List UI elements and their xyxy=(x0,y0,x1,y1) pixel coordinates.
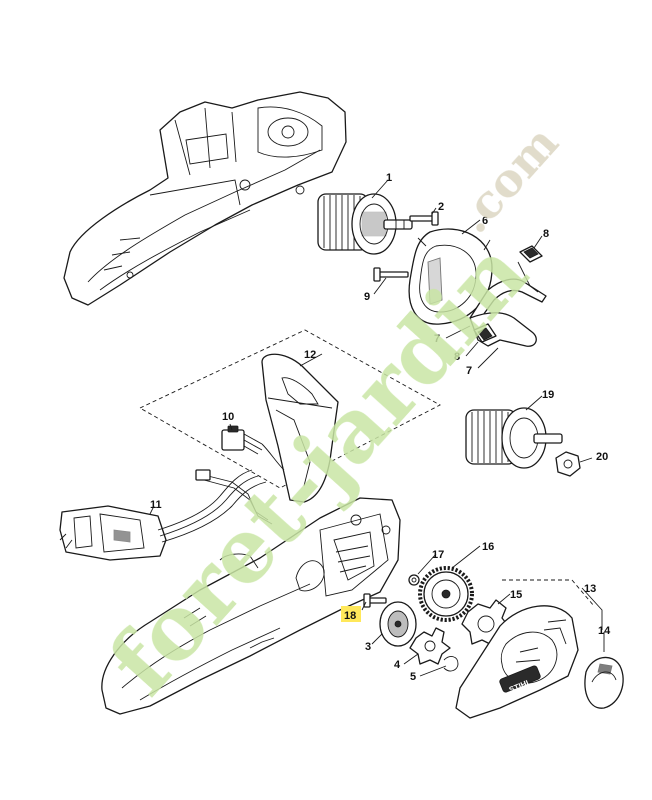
callout-14: 14 xyxy=(598,625,611,637)
callout-1: 1 xyxy=(386,172,392,184)
screw-icon xyxy=(373,267,409,282)
callout-8a: 8 xyxy=(543,228,549,240)
callout-19: 19 xyxy=(542,389,554,401)
callout-7a: 7 xyxy=(434,333,440,345)
upper-housing xyxy=(63,91,347,306)
cap-part-14 xyxy=(584,656,624,709)
carbon-brush-icon xyxy=(473,323,497,343)
callout-8b: 8 xyxy=(454,351,460,363)
sprocket-part-4 xyxy=(409,627,451,665)
armature-part-19 xyxy=(465,407,563,469)
armature-part-1 xyxy=(317,193,413,255)
assembly-group-outline xyxy=(139,329,441,489)
highlight-box xyxy=(341,606,361,622)
electronics-part-11 xyxy=(59,505,167,561)
nut-part-20 xyxy=(555,451,581,477)
chain-wheel-part-16 xyxy=(418,566,474,622)
callout-10: 10 xyxy=(222,411,234,423)
callout-2: 2 xyxy=(438,201,444,213)
callout-labels: 1 2 3 4 5 6 7 7 8 8 9 10 11 12 13 14 15 … xyxy=(150,172,611,683)
lower-housing xyxy=(101,497,401,715)
callout-16: 16 xyxy=(482,541,494,553)
callout-17: 17 xyxy=(432,549,444,561)
callout-9: 9 xyxy=(364,291,370,303)
callout-4: 4 xyxy=(394,659,401,671)
callout-18: 18 xyxy=(344,610,356,622)
callout-5: 5 xyxy=(410,671,416,683)
callout-15: 15 xyxy=(510,589,522,601)
callout-3: 3 xyxy=(365,641,371,653)
stator-part-6 xyxy=(408,228,493,327)
carbon-brush-icon xyxy=(519,245,543,263)
watermark-suffix: .com xyxy=(446,116,569,244)
screw-icon xyxy=(363,593,387,608)
wiring-harness xyxy=(157,469,273,543)
callout-7b: 7 xyxy=(466,365,472,377)
sprocket-cover-part-13 xyxy=(455,605,579,719)
handle-cover-part-12 xyxy=(261,353,339,503)
callout-12: 12 xyxy=(304,349,316,361)
washer-part-17 xyxy=(408,574,420,586)
spring-clip-icon xyxy=(443,656,459,672)
callout-13: 13 xyxy=(584,583,596,595)
callout-20: 20 xyxy=(596,451,608,463)
callout-11: 11 xyxy=(150,499,162,511)
leader-lines xyxy=(149,179,605,677)
switch-icon xyxy=(221,425,285,471)
callout-6: 6 xyxy=(482,215,488,227)
sprocket-disc-part-3 xyxy=(379,601,417,647)
screw-icon xyxy=(409,211,439,226)
